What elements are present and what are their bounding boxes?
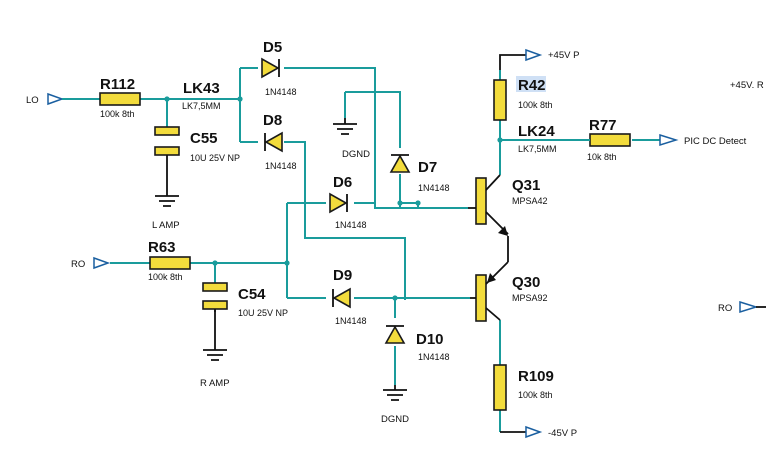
r-amp-label: R AMP [200, 378, 230, 389]
lo-label: LO [26, 95, 39, 106]
neg45-label: -45V P [548, 428, 577, 439]
d7-ref: D7 [418, 159, 437, 176]
resistor-r109: R109 100k 8th [493, 364, 554, 411]
lk43-value: LK7,5MM [182, 101, 221, 111]
r77-ref: R77 [589, 117, 617, 134]
ground-symbol-r-amp: R AMP [200, 310, 230, 389]
d9-value: 1N4148 [335, 316, 367, 326]
diode-d7: D7 1N4148 [389, 154, 450, 193]
link-lk24: LK24 LK7,5MM [518, 123, 557, 154]
diode-d10: D10 1N4148 [384, 325, 450, 362]
resistor-r112: R112 100k 8th [99, 76, 141, 119]
transistor-q31: Q31 MPSA42 [468, 174, 548, 236]
c54-value: 10U 25V NP [238, 308, 288, 318]
ground-symbol-dgnd-bottom: DGND [381, 385, 409, 425]
q31-ref: Q31 [512, 177, 540, 194]
r112-value: 100k 8th [100, 109, 135, 119]
transistor-q30: Q30 MPSA92 [470, 236, 548, 322]
resistor-r63: R63 100k 8th [148, 239, 191, 282]
d10-value: 1N4148 [418, 352, 450, 362]
diode-d9: D9 1N4148 [332, 267, 367, 326]
c55-ref: C55 [190, 130, 218, 147]
ground-symbol-dgnd-top: DGND [333, 118, 370, 160]
lo-input-port: LO [26, 92, 68, 106]
ro-right-label: RO [718, 303, 732, 314]
d10-ref: D10 [416, 331, 444, 348]
pos45-top-label: +45V P [548, 50, 579, 61]
resistor-r42: R42 100k 8th [493, 76, 553, 121]
q30-ref: Q30 [512, 274, 540, 291]
r112-ref: R112 [100, 76, 135, 93]
capacitor-c55: C55 10U 25V NP [154, 126, 240, 168]
pic-dc-detect-label: PIC DC Detect [684, 136, 747, 147]
q30-value: MPSA92 [512, 293, 548, 303]
diode-d8: D8 1N4148 [263, 112, 297, 171]
c55-value: 10U 25V NP [190, 153, 240, 163]
l-amp-label: L AMP [152, 220, 180, 231]
pos45-right-label: +45V. R [730, 80, 764, 91]
r42-ref: R42 [518, 77, 546, 94]
d8-value: 1N4148 [265, 161, 297, 171]
d5-value: 1N4148 [265, 87, 297, 97]
r77-value: 10k 8th [587, 152, 617, 162]
dgnd-bottom-label: DGND [381, 414, 409, 425]
pic-port: PIC DC Detect [659, 133, 747, 147]
c54-ref: C54 [238, 286, 266, 303]
capacitor-c54: C54 10U 25V NP [202, 282, 288, 318]
r109-value: 100k 8th [518, 390, 553, 400]
link-lk43: LK43 LK7,5MM [182, 80, 221, 111]
r63-value: 100k 8th [148, 272, 183, 282]
r63-ref: R63 [148, 239, 176, 256]
junction-dots [164, 96, 503, 301]
r42-value: 100k 8th [518, 100, 553, 110]
d8-ref: D8 [263, 112, 282, 129]
diode-d6: D6 1N4148 [329, 174, 367, 230]
ground-symbol-l-amp: L AMP [152, 168, 180, 231]
d7-value: 1N4148 [418, 183, 450, 193]
r109-ref: R109 [518, 368, 554, 385]
pos45-top-port: +45V P [499, 48, 579, 70]
d6-ref: D6 [333, 174, 352, 191]
lk24-value: LK7,5MM [518, 144, 557, 154]
ro-right-port: RO [718, 300, 766, 314]
d9-ref: D9 [333, 267, 352, 284]
d5-ref: D5 [263, 39, 282, 56]
diode-d5: D5 1N4148 [261, 39, 297, 97]
dgnd-top-label: DGND [342, 149, 370, 160]
resistor-r77: R77 10k 8th [570, 117, 631, 162]
lk43-ref: LK43 [183, 80, 220, 97]
d6-value: 1N4148 [335, 220, 367, 230]
q31-value: MPSA42 [512, 196, 548, 206]
lk24-ref: LK24 [518, 123, 555, 140]
ro-left-label: RO [71, 259, 85, 270]
neg45-port: -45V P [500, 425, 577, 439]
ro-input-port: RO [71, 256, 111, 270]
